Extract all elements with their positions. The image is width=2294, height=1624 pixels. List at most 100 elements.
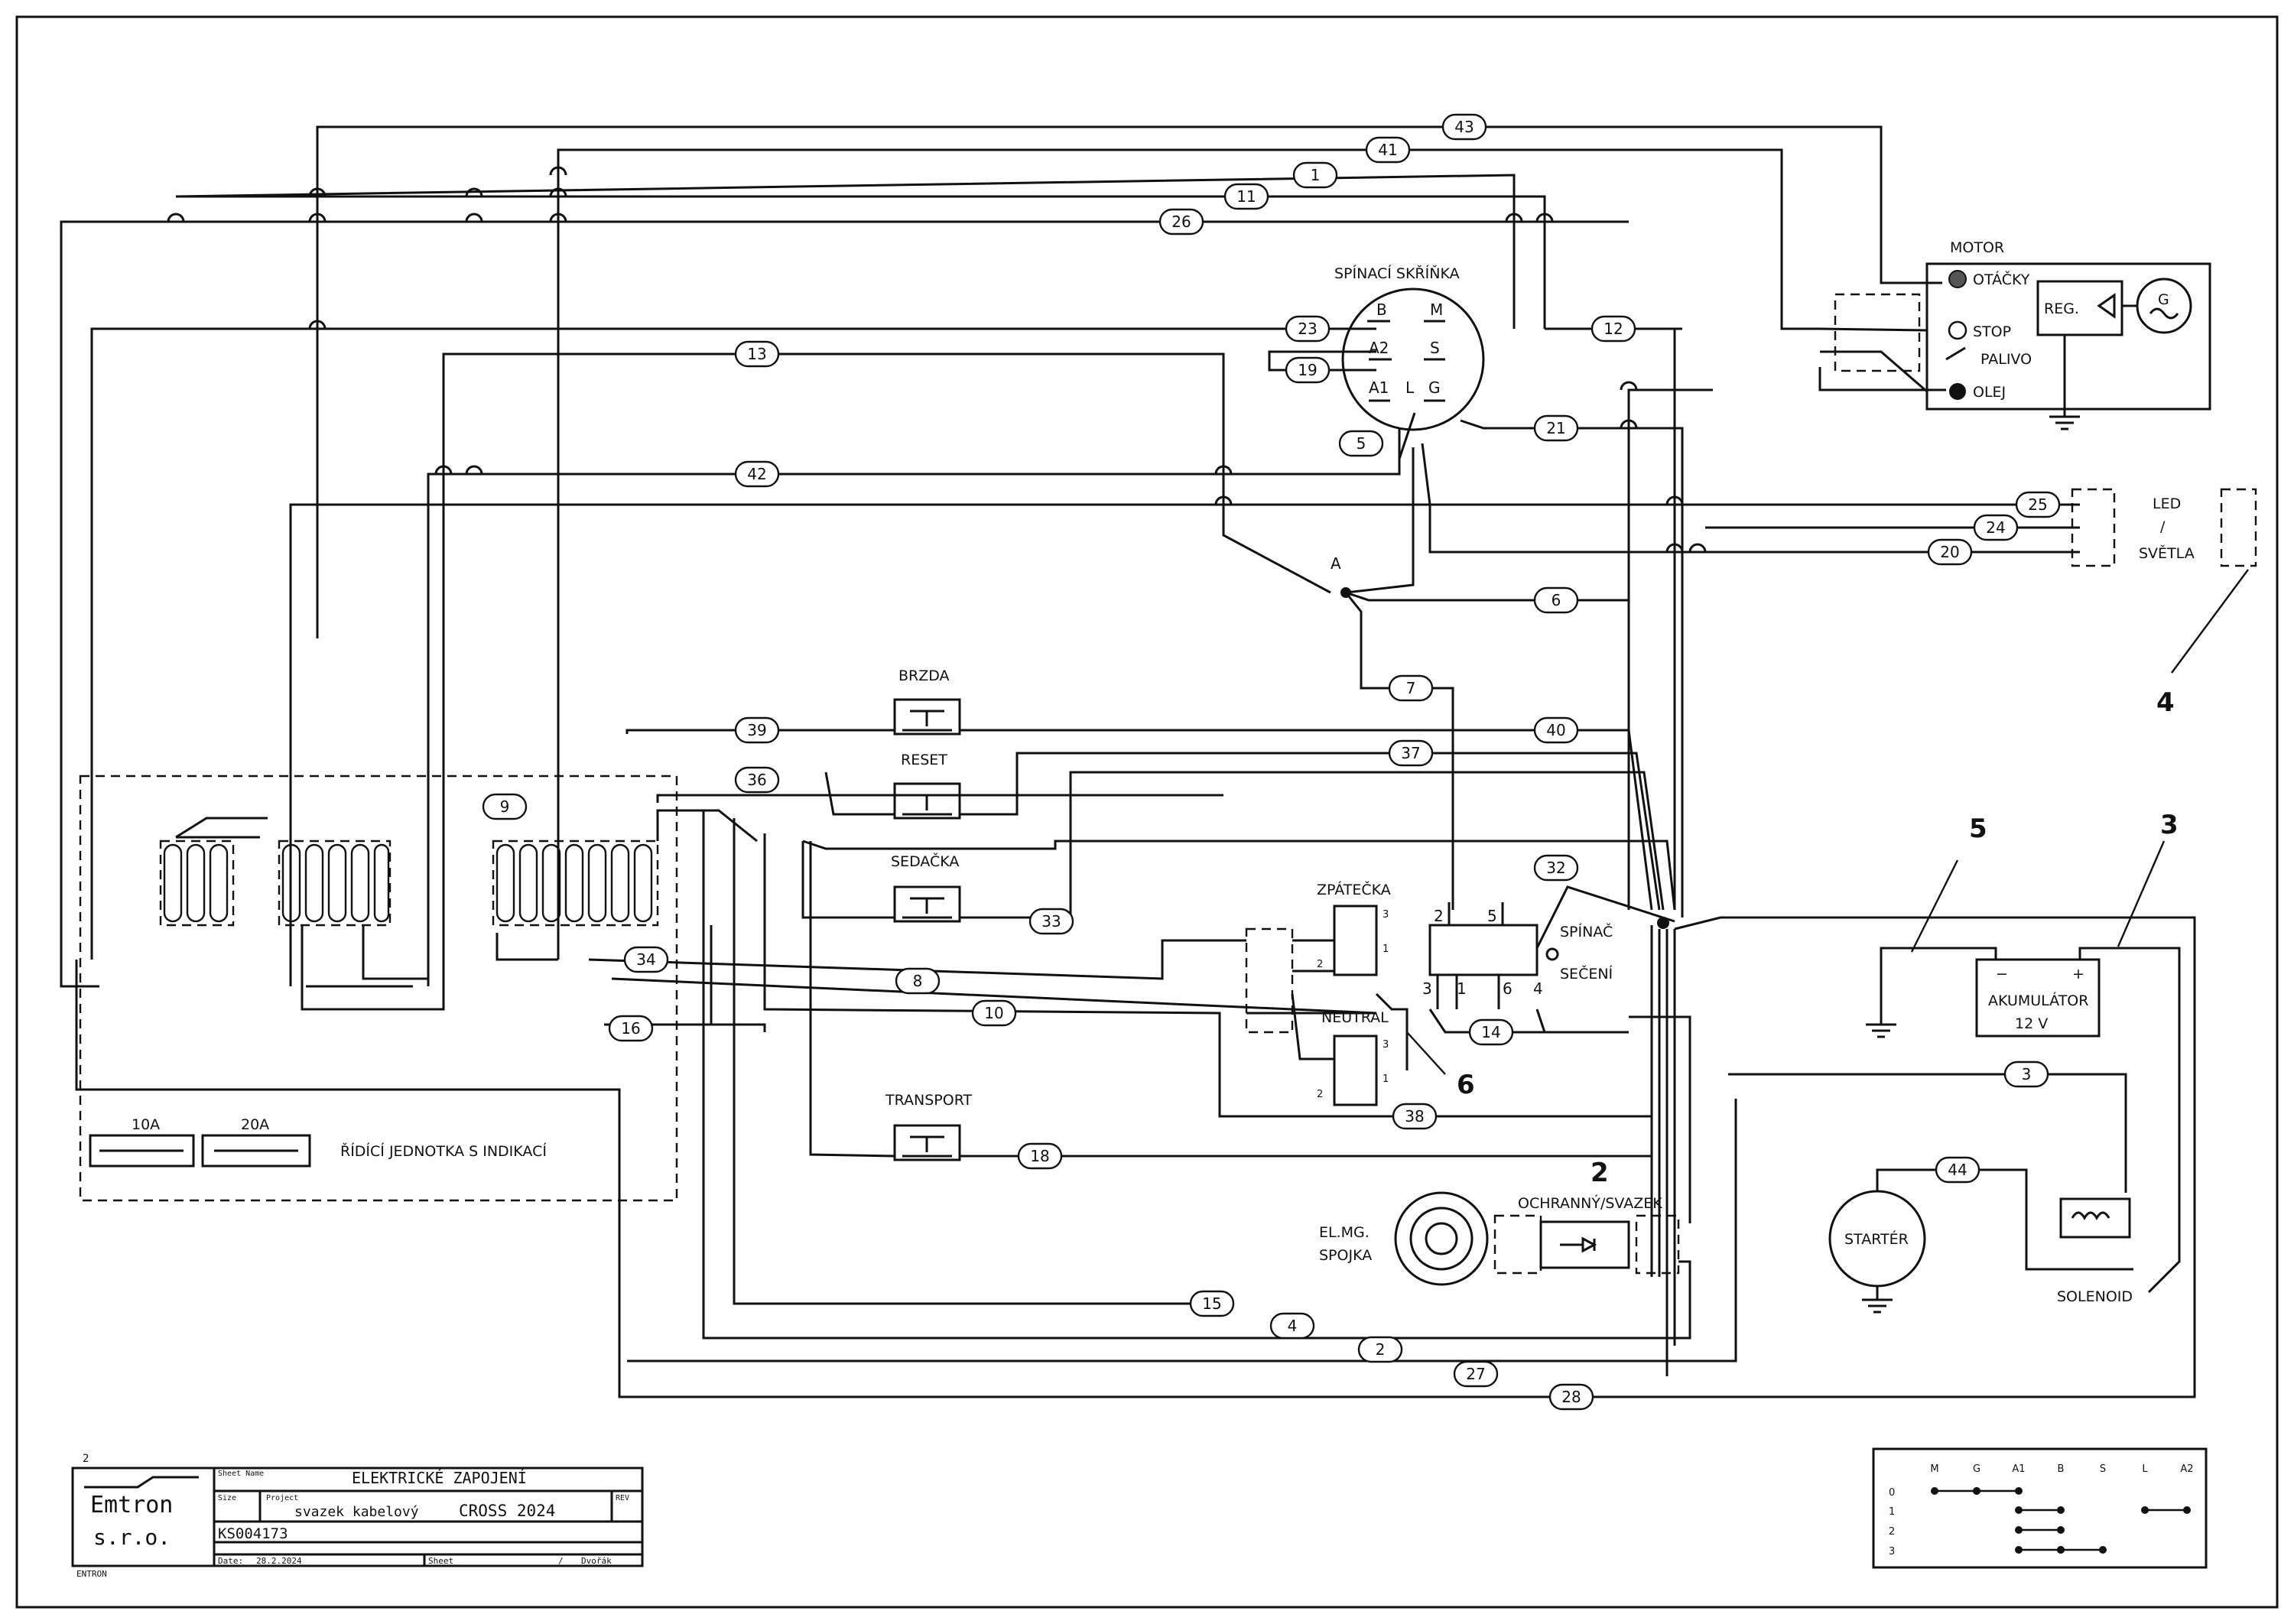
svg-text:MOTOR: MOTOR <box>1950 239 2004 256</box>
wire-tag-5: 5 <box>1338 430 1384 457</box>
wire-tag-28: 28 <box>1548 1383 1594 1411</box>
wire-tag-6: 6 <box>1533 586 1579 614</box>
svg-text:20: 20 <box>1940 543 1959 561</box>
svg-text:A2: A2 <box>1369 339 1389 357</box>
wire-tag-40: 40 <box>1533 716 1579 744</box>
svg-text:11: 11 <box>1236 187 1256 206</box>
svg-text:33: 33 <box>1041 912 1061 931</box>
svg-text:1: 1 <box>1383 944 1389 955</box>
lower-wires <box>588 794 1691 1340</box>
svg-text:/: / <box>2160 518 2166 535</box>
sheet-frame <box>15 15 2279 1609</box>
svg-text:25: 25 <box>2028 495 2047 514</box>
svg-text:12 V: 12 V <box>2015 1015 2048 1032</box>
table-header: S <box>2100 1463 2106 1475</box>
svg-text:OCHRANNÝ/SVAZEK: OCHRANNÝ/SVAZEK <box>1518 1194 1662 1212</box>
svg-text:2: 2 <box>1317 1089 1323 1100</box>
svg-text:Size: Size <box>218 1494 236 1502</box>
svg-text:7: 7 <box>1406 679 1416 697</box>
svg-text:4: 4 <box>1533 979 1543 998</box>
battery: − + AKUMULÁTOR 12 V 5 3 <box>1866 810 2181 1294</box>
svg-text:M: M <box>1430 300 1443 319</box>
wire-tag-14: 14 <box>1468 1018 1514 1046</box>
svg-text:2: 2 <box>1434 907 1444 925</box>
svg-text:13: 13 <box>747 345 766 363</box>
engine-block: MOTOR OTÁČKY STOP PALIVO OLEJ REG. G <box>1818 239 2211 430</box>
svg-text:2: 2 <box>83 1453 89 1465</box>
stop-terminal-icon <box>1948 320 1967 340</box>
company-logo-line2: s.r.o. <box>93 1525 171 1550</box>
svg-text:20A: 20A <box>241 1116 269 1133</box>
svg-text:TRANSPORT: TRANSPORT <box>885 1092 973 1109</box>
ignition-box-label: SPÍNACÍ SKŘÍŇKA <box>1334 265 1460 282</box>
wire-tag-10: 10 <box>971 999 1017 1027</box>
svg-text:ELEKTRICKÉ ZAPOJENÍ: ELEKTRICKÉ ZAPOJENÍ <box>352 1469 527 1487</box>
svg-text:AKUMULÁTOR: AKUMULÁTOR <box>1988 992 2088 1009</box>
oil-terminal-icon <box>1949 383 1966 400</box>
svg-text:1: 1 <box>1383 1073 1389 1085</box>
svg-text:27: 27 <box>1466 1365 1485 1383</box>
table-header: M <box>1930 1463 1938 1475</box>
wire-tag-3: 3 <box>2003 1060 2049 1088</box>
svg-text:24: 24 <box>1986 518 2005 537</box>
svg-text:SPÍNAČ: SPÍNAČ <box>1560 922 1613 940</box>
svg-text:36: 36 <box>747 771 766 789</box>
rpm-sensor-icon <box>1948 270 1967 288</box>
table-dot <box>2057 1506 2065 1514</box>
control-unit-pins <box>163 843 653 923</box>
callout-6: 6 <box>1457 1070 1475 1100</box>
svg-text:9: 9 <box>500 797 510 816</box>
wire-tag-25: 25 <box>2015 491 2061 518</box>
svg-text:ŘÍDÍCÍ JEDNOTKA S INDIKACÍ: ŘÍDÍCÍ JEDNOTKA S INDIKACÍ <box>340 1142 547 1160</box>
svg-text:G: G <box>2158 291 2169 308</box>
wire-tag-26: 26 <box>1158 208 1204 235</box>
table-header: L <box>2142 1463 2148 1475</box>
svg-text:3: 3 <box>2022 1065 2032 1083</box>
wire-tag-36: 36 <box>734 766 780 794</box>
wire-tag-11: 11 <box>1223 183 1269 210</box>
ignition-switch: SPÍNACÍ SKŘÍŇKA B M A2 S A1 L G A <box>1331 265 1485 598</box>
svg-text:2: 2 <box>1317 959 1323 970</box>
wire-tag-15: 15 <box>1189 1290 1235 1317</box>
svg-text:42: 42 <box>747 465 766 483</box>
svg-text:3: 3 <box>1383 909 1389 921</box>
company-logo-line1: Emtron <box>90 1492 173 1518</box>
svg-text:BRZDA: BRZDA <box>898 667 950 684</box>
svg-text:3: 3 <box>1422 979 1432 998</box>
svg-text:ZPÁTEČKA: ZPÁTEČKA <box>1317 880 1391 898</box>
svg-text:28: 28 <box>1561 1388 1581 1406</box>
wire-tag-16: 16 <box>608 1015 654 1042</box>
callout-5: 5 <box>1969 814 1987 844</box>
table-dot <box>2057 1526 2065 1534</box>
svg-text:svazek kabelový: svazek kabelový <box>294 1504 419 1520</box>
svg-text:Date:: Date: <box>218 1556 243 1566</box>
svg-text:SVĚTLA: SVĚTLA <box>2139 544 2195 562</box>
wire-tag-44: 44 <box>1935 1156 1980 1184</box>
svg-text:19: 19 <box>1298 361 1317 379</box>
wire-tag-37: 37 <box>1388 739 1434 767</box>
table-row-label: 3 <box>1889 1546 1895 1557</box>
svg-text:OLEJ: OLEJ <box>1973 384 2006 401</box>
svg-text:S: S <box>1430 339 1440 357</box>
svg-text:B: B <box>1376 300 1387 319</box>
wire-tag-12: 12 <box>1591 315 1636 343</box>
callout-3: 4 <box>2156 687 2175 718</box>
wire-tag-2: 2 <box>1357 1336 1403 1363</box>
svg-text:14: 14 <box>1481 1023 1500 1041</box>
svg-text:23: 23 <box>1298 320 1317 338</box>
svg-text:Dvořák: Dvořák <box>581 1556 612 1566</box>
svg-text:37: 37 <box>1401 744 1420 762</box>
callout-2: 2 <box>1591 1158 1609 1188</box>
clutch-icon <box>1394 1191 1489 1286</box>
svg-text:STARTÉR: STARTÉR <box>1844 1230 1909 1248</box>
svg-text:12: 12 <box>1604 320 1623 338</box>
svg-text:Sheet: Sheet <box>428 1556 453 1566</box>
svg-text:34: 34 <box>636 950 655 969</box>
table-dot <box>2015 1506 2023 1514</box>
svg-text:10A: 10A <box>132 1116 160 1133</box>
svg-text:16: 16 <box>621 1019 640 1038</box>
wire-tag-9: 9 <box>482 793 528 820</box>
